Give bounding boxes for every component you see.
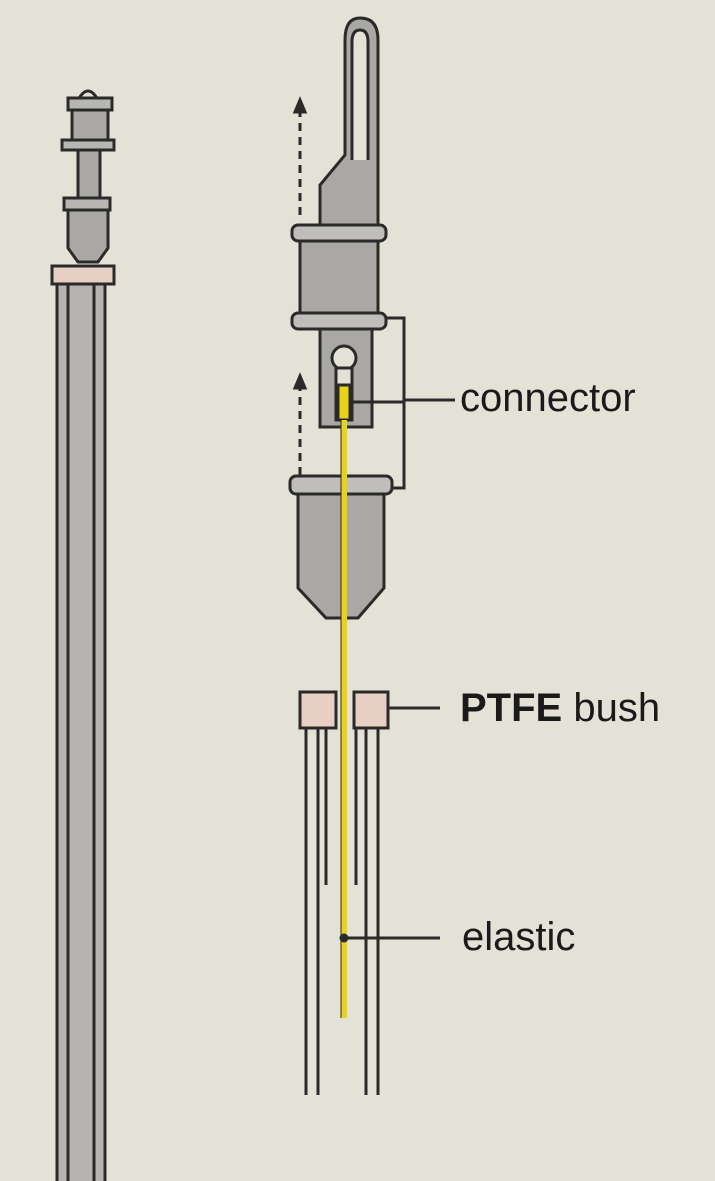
connector-piece [336,383,352,422]
ptfe-bush-label: PTFE bush [460,686,660,731]
right-pole-exploded [288,16,455,1095]
connector-label: connector [460,376,636,420]
elastic-label: elastic [462,915,576,959]
ptfe-label: PTFE [460,686,563,730]
bush-label: bush [573,686,661,730]
left-pole-assembled [50,89,116,1181]
